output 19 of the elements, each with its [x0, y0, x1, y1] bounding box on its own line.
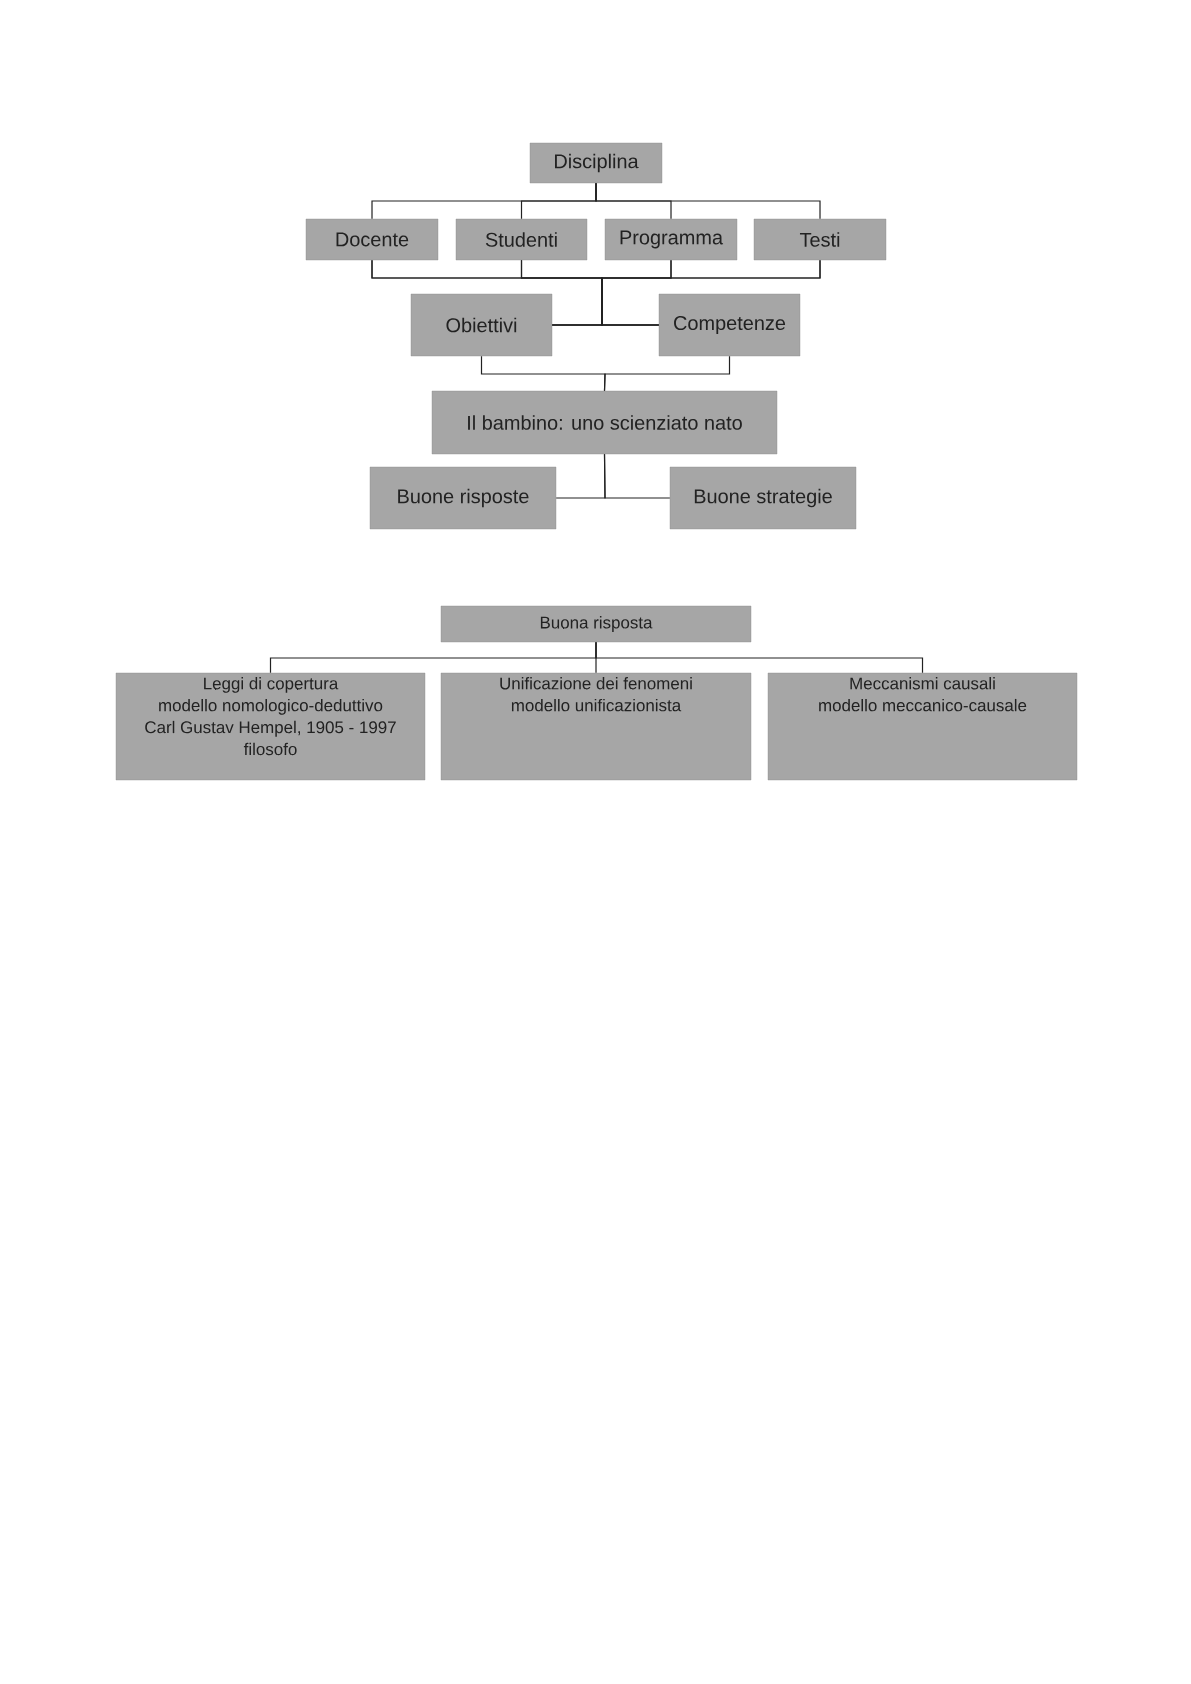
connector	[601, 259, 821, 326]
connector	[595, 641, 924, 674]
box: Competenze	[658, 293, 801, 357]
box: Studenti	[455, 218, 588, 261]
connector	[595, 182, 821, 220]
box: Buone risposte	[369, 466, 557, 530]
box: Leggi di copertura modello nomologico-deduttivo Carl Gustav Hempel, 1905 - 1997 filosofo	[115, 672, 426, 781]
box: Unificazione dei fenomeni modello unificazionista	[440, 672, 752, 781]
connector	[603, 453, 671, 499]
box: Meccanismi causali modello meccanico-causale	[767, 672, 1078, 781]
box: Docente	[305, 218, 439, 261]
box: Il bambino: uno scienziato nato	[431, 390, 778, 455]
box: Testi	[753, 218, 887, 261]
box: Buone strategie	[669, 466, 857, 530]
box: Programma	[604, 218, 738, 261]
box: Obiettivi	[410, 293, 553, 357]
connector	[603, 355, 731, 392]
box: Buona risposta	[440, 605, 752, 643]
box: Disciplina	[529, 142, 663, 184]
